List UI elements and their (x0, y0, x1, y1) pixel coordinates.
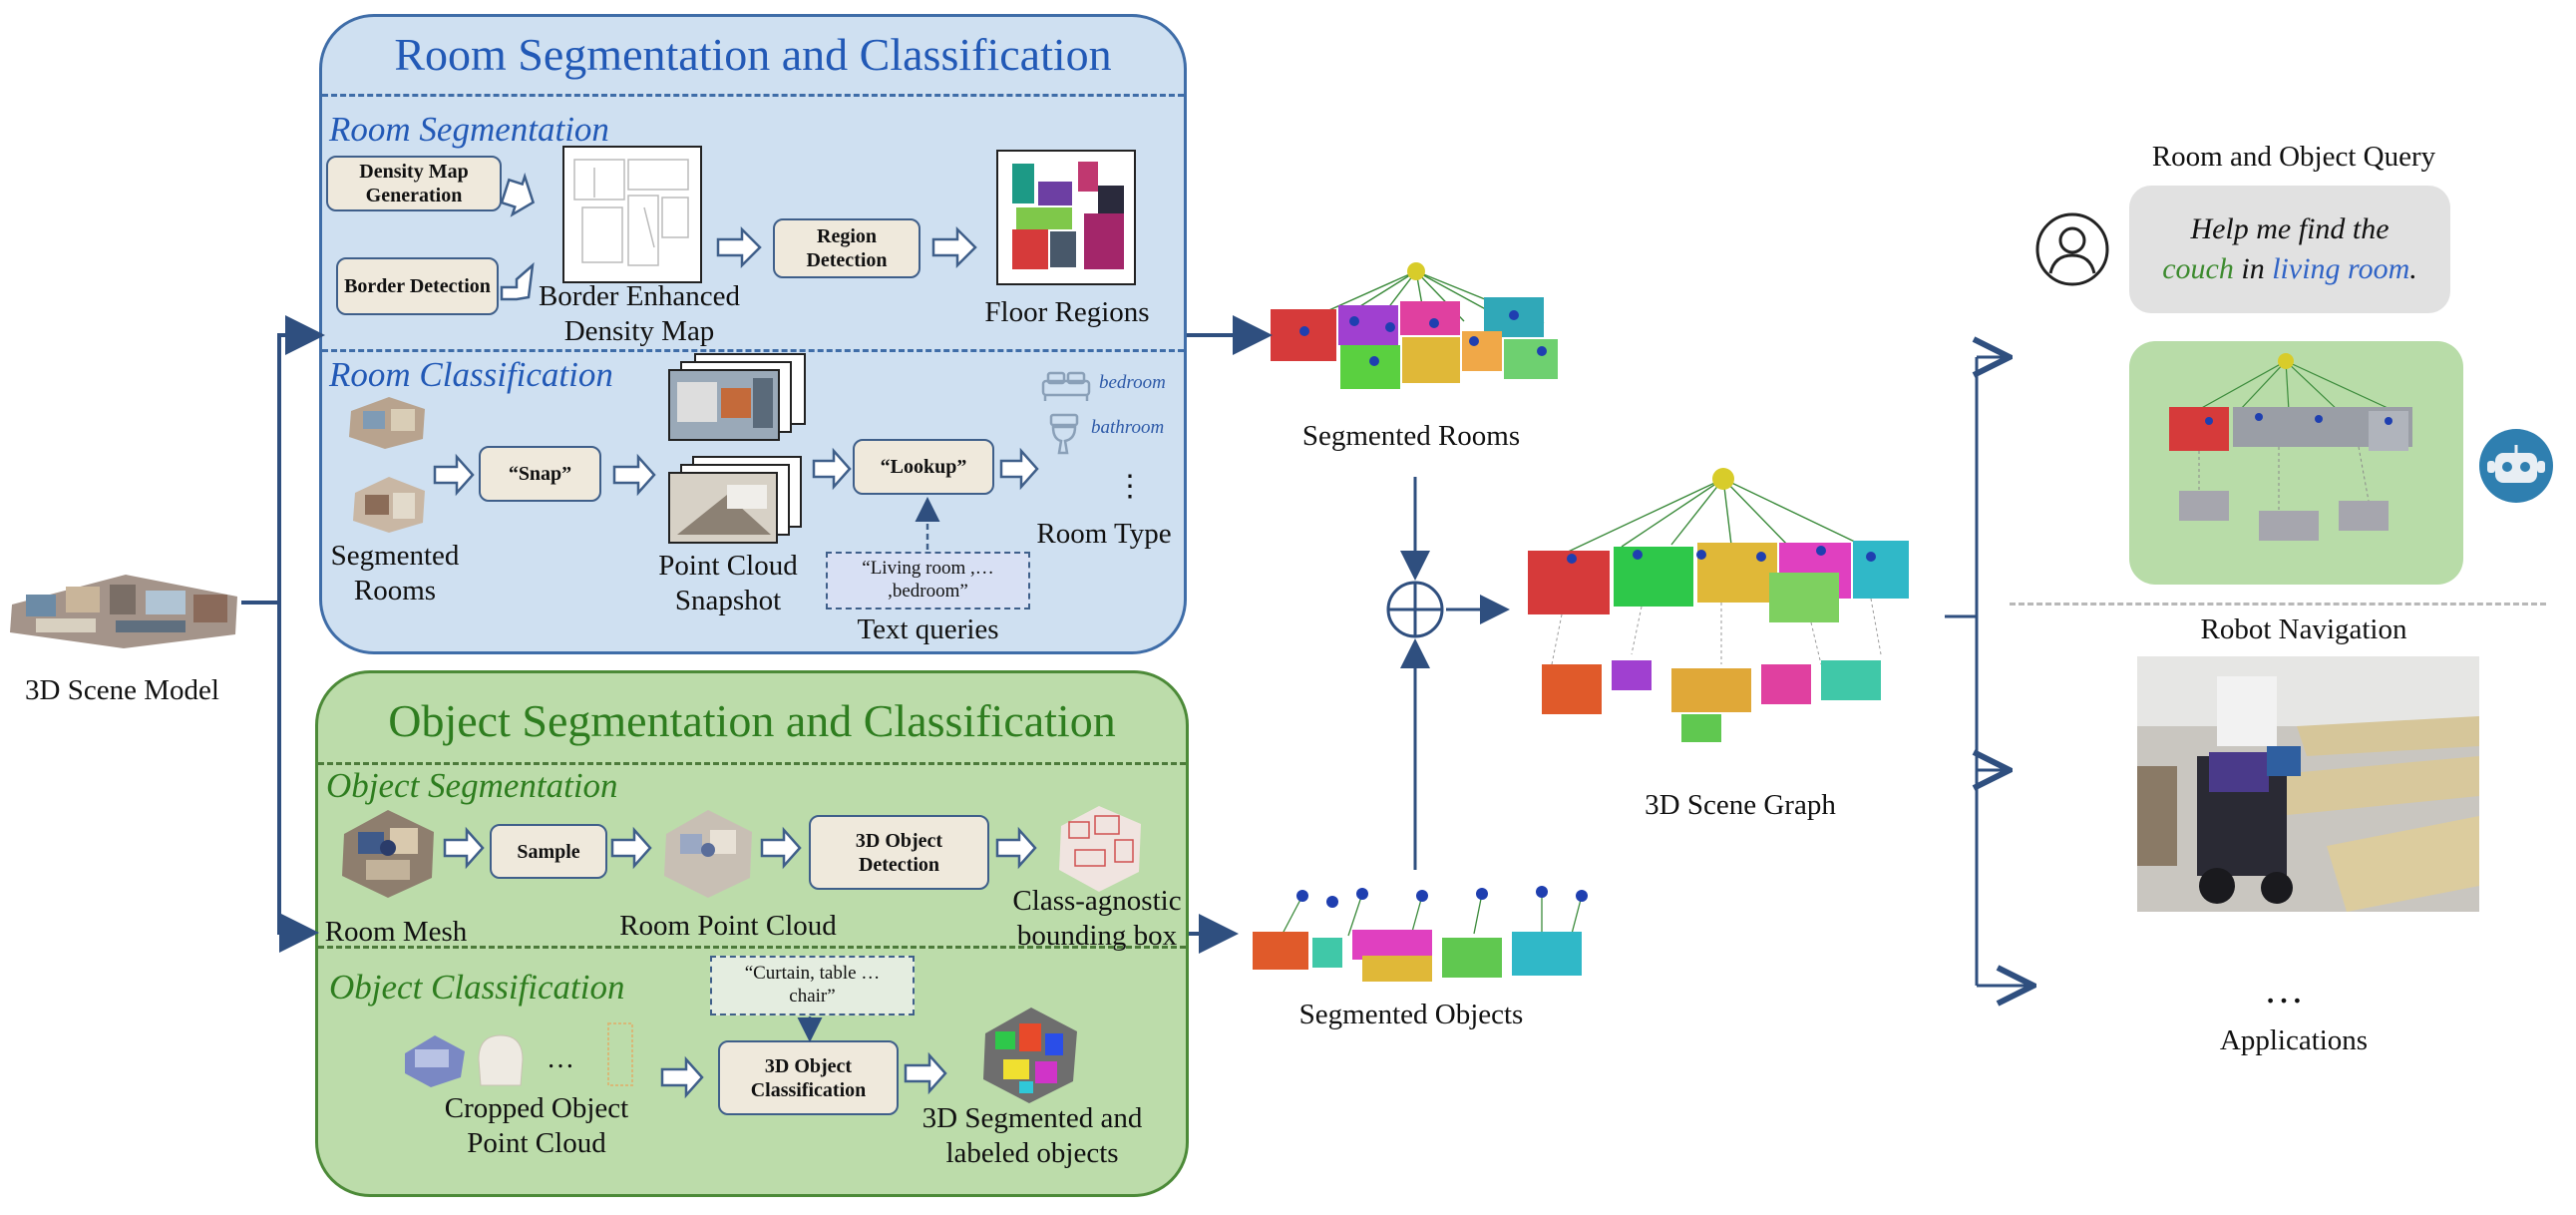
room-panel-divider-top (322, 94, 1184, 97)
robot-navigation-label: Robot Navigation (2200, 613, 2407, 645)
query-word-living-room: living room (2272, 252, 2410, 285)
labeled-objects-label: 3D Segmented and labeled objects (921, 1102, 1143, 1170)
scene-graph-image (1522, 465, 1921, 780)
applications-label: Applications (2219, 1024, 2369, 1056)
border-density-map-label: Border Enhanced Density Map (538, 280, 741, 348)
room-point-cloud-image (658, 804, 758, 902)
arrow-snap-to-snapshot (612, 453, 656, 497)
cropped-object-image-3 (602, 1019, 638, 1089)
border-detection-box: Border Detection (336, 257, 499, 315)
query-title: Room and Object Query (2151, 141, 2436, 173)
robot-navigation-photo (2137, 656, 2479, 912)
arrow-sample-to-pc (610, 826, 652, 870)
segmented-rooms-label: Segmented Rooms (330, 540, 460, 608)
room-text-query-box: “Living room ,… ,bedroom” (826, 552, 1030, 609)
floor-regions-image (996, 150, 1136, 285)
more-applications-ellipsis: … (2264, 967, 2306, 1012)
scene-model-image (6, 555, 241, 650)
query-word-in: in (2241, 252, 2265, 285)
room-mesh-image (336, 804, 440, 902)
room-type-label: Room Type (1036, 518, 1172, 550)
room-mesh-label: Room Mesh (324, 916, 468, 948)
scene-model-connector (241, 315, 325, 605)
point-cloud-snapshot-label: Point Cloud Snapshot (658, 550, 798, 617)
query-word-couch: couch (2162, 252, 2234, 285)
arrow-region-to-floor (931, 225, 977, 269)
room-panel-divider-mid (322, 349, 1184, 352)
cropped-object-label: Cropped Object Point Cloud (444, 1092, 629, 1160)
cropped-object-ellipsis: … (547, 1043, 574, 1074)
segmented-rooms-image (1265, 261, 1574, 411)
segmented-rooms-middle-label: Segmented Rooms (1301, 420, 1521, 452)
query-line-2: couch in living room. (2162, 249, 2417, 290)
combine-icon (1384, 579, 1446, 640)
arrow-mesh-to-sample (443, 826, 485, 870)
object-detection-box: 3D Object Detection (809, 815, 989, 890)
segmented-objects-image (1243, 882, 1602, 992)
app-divider (2010, 603, 2546, 606)
labeled-objects-image (979, 1004, 1081, 1107)
arrow-cropped-to-class (660, 1055, 704, 1099)
room-panel (319, 14, 1187, 654)
arrow-density-to-map (500, 172, 536, 217)
graph-to-apps-trunk (1945, 357, 1979, 618)
room-type-bathroom: bathroom (1091, 417, 1165, 438)
floor-regions-label: Floor Regions (984, 296, 1150, 328)
object-panel-divider-top (318, 762, 1186, 765)
room-type-bedroom: bedroom (1099, 372, 1166, 393)
object-text-query-box: “Curtain, table … chair” (710, 956, 915, 1015)
bounding-box-image (1055, 800, 1145, 896)
arrow-lookup-to-type (999, 447, 1039, 491)
toilet-icon (1047, 413, 1081, 455)
arrow-snapshot-to-lookup (812, 447, 852, 491)
object-text-query: “Curtain, table … chair” (744, 963, 881, 1007)
query-bubble: Help me find the couch in living room. (2129, 186, 2450, 313)
room-panel-title: Room Segmentation and Classification (394, 29, 1112, 80)
segmented-room-image-2 (349, 471, 429, 537)
robot-icon (2477, 427, 2555, 505)
object-panel-title: Object Segmentation and Classification (388, 695, 1116, 746)
text-queries-label: Text queries (857, 613, 999, 645)
object-segmentation-title: Object Segmentation (326, 766, 618, 805)
query-line-1: Help me find the (2190, 211, 2390, 245)
segmented-room-image-1 (345, 391, 429, 451)
room-type-ellipsis: ⋮ (1115, 470, 1145, 503)
cropped-object-image-1 (401, 1029, 469, 1091)
room-text-query: “Living room ,… ,bedroom” (862, 558, 994, 602)
arrow-class-to-labeled (904, 1051, 947, 1095)
scene-model-label: 3D Scene Model (25, 674, 219, 706)
density-map-generation-box: Density Map Generation (326, 156, 502, 211)
room-segmentation-title: Room Segmentation (329, 110, 609, 149)
border-density-map-image (562, 146, 702, 283)
arrow-map-to-region (716, 225, 762, 269)
scene-model-connector-down (277, 603, 319, 953)
snap-box: “Snap” (479, 446, 601, 502)
app-scene-graph-image (2169, 353, 2412, 541)
cropped-object-image-2 (473, 1029, 529, 1091)
segmented-objects-label: Segmented Objects (1298, 999, 1524, 1030)
arrow-detection-to-bbox (995, 826, 1037, 870)
arrow-rooms-to-snap (433, 453, 475, 497)
snapshot-stack-top (667, 352, 809, 442)
snapshot-stack-bottom (667, 455, 805, 547)
arrow-pc-to-detection (760, 826, 802, 870)
object-panel-divider-mid (318, 946, 1186, 949)
region-detection-box: Region Detection (773, 218, 920, 278)
lookup-box: “Lookup” (853, 439, 994, 495)
query-period: . (2409, 252, 2417, 285)
room-classification-title: Room Classification (329, 355, 613, 394)
scene-graph-label: 3D Scene Graph (1645, 789, 1836, 821)
bed-icon (1040, 369, 1092, 403)
app-scene-graph-box (2129, 341, 2463, 585)
object-classification-title: Object Classification (329, 968, 625, 1007)
sample-box: Sample (490, 824, 607, 879)
room-point-cloud-label: Room Point Cloud (619, 910, 837, 942)
user-icon (2034, 211, 2110, 287)
arrow-border-to-map (500, 261, 535, 301)
